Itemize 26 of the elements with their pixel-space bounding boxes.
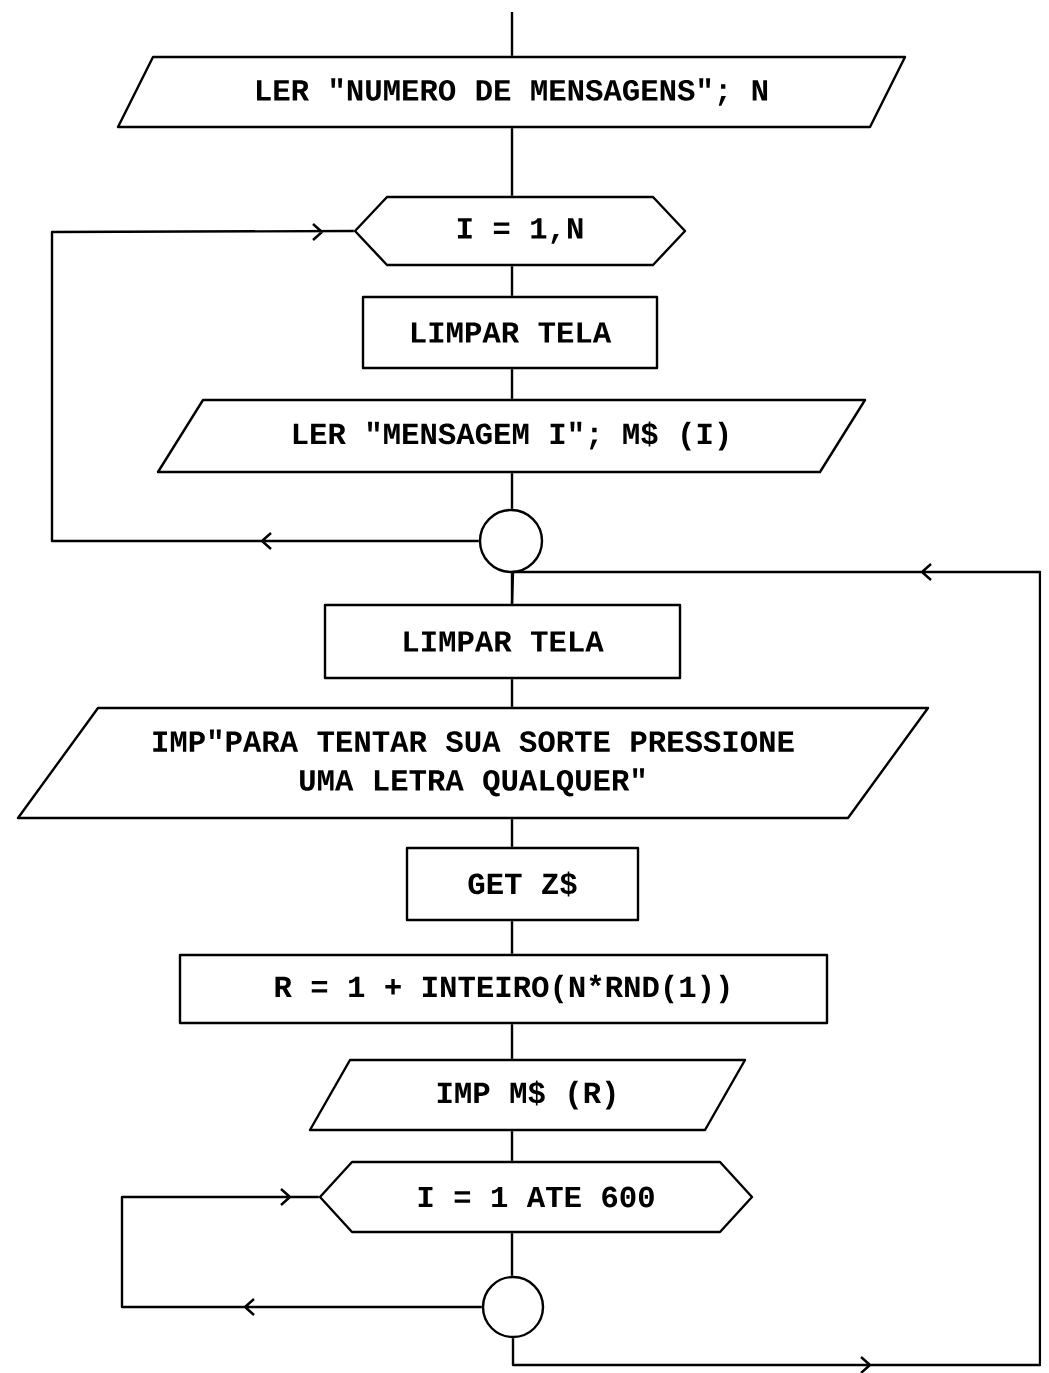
connector-line: [510, 1024, 514, 1059]
connector-line: [510, 819, 514, 847]
connector-circle: [481, 1275, 545, 1339]
connector-line: [510, 266, 514, 296]
connector-line: [510, 679, 514, 707]
connector-line: [510, 128, 514, 196]
io-parallelogram: LER "NUMERO DE MENSAGENS"; N: [116, 55, 907, 129]
connector-line: [510, 921, 514, 954]
connector-circle: [478, 508, 544, 574]
process-box: LIMPAR TELA: [361, 295, 659, 370]
io-parallelogram: LER "MENSAGEM I"; M$ (I): [156, 398, 867, 474]
loop-hexagon: I = 1,N: [353, 195, 687, 267]
connector-line: [510, 473, 514, 509]
process-box: GET Z$: [405, 846, 640, 922]
connector-line: [510, 1233, 514, 1276]
loop-arrow: [510, 562, 1042, 1373]
io-parallelogram: IMP"PARA TENTAR SUA SORTE PRESSIONE UMA LETRA QUALQUER": [16, 706, 930, 820]
process-box: R = 1 + INTEIRO(N*RND(1)): [178, 953, 829, 1025]
process-box: LIMPAR TELA: [323, 603, 682, 680]
connector-line: [510, 369, 514, 399]
connector-line: [510, 12, 514, 56]
loop-hexagon: I = 1 ATE 600: [318, 1160, 754, 1234]
io-parallelogram: IMP M$ (R): [308, 1058, 747, 1132]
connector-line: [510, 1131, 514, 1161]
loop-arrow: [120, 1187, 483, 1317]
loop-arrow: [50, 222, 480, 551]
